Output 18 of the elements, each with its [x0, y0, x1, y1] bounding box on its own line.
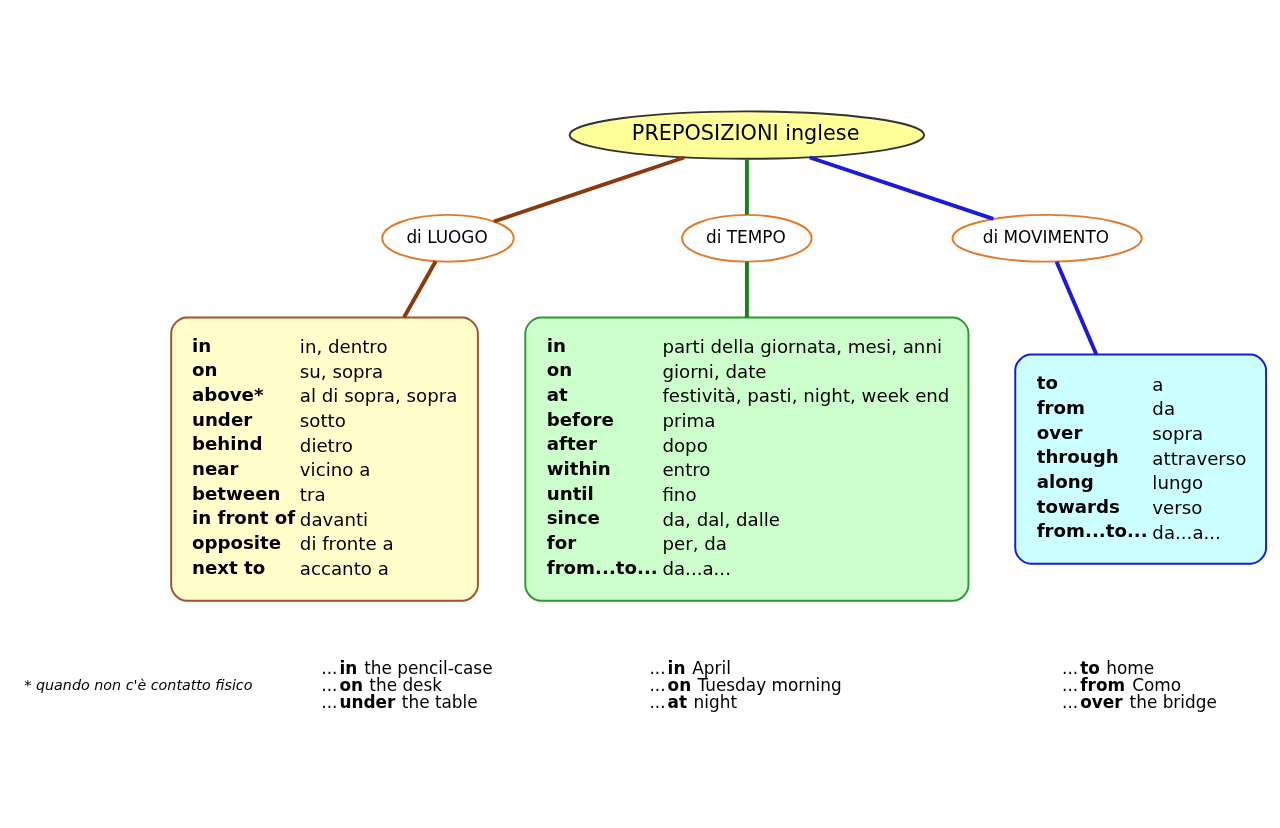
- connector: [809, 155, 994, 221]
- connector: [1054, 260, 1099, 355]
- label: ...at night: [649, 691, 738, 712]
- node-ellipse: di LUOGO: [381, 213, 515, 263]
- connector: [493, 155, 685, 223]
- node-ellipse: di TEMPO: [681, 213, 813, 263]
- node-box: in in, dentro on su, sopra above* al di sopra, sopra under sotto behind dietro near vicino a between tra in front of davanti opposite di fronte a next to accanto a: [170, 316, 479, 602]
- connector: [744, 158, 749, 215]
- label: * quando non c'è contatto fisico: [24, 676, 253, 693]
- label: ...in the pencil-case: [321, 657, 493, 678]
- node-box: in parti della giornata, mesi, anni on giorni, date at festività, pasti, night, week end before prima after dopo within entro until fino since da, dal, dalle for per, da from...to... da...a...: [524, 316, 970, 602]
- label: ...under the table: [321, 691, 478, 712]
- connector: [744, 261, 749, 317]
- node-ellipse: di MOVIMENTO: [951, 213, 1143, 263]
- label: ...in April: [649, 657, 731, 678]
- node-box: to a from da over sopra through attraverso along lungo towards verso from...to... da...a...: [1014, 353, 1268, 565]
- connector: [402, 259, 438, 318]
- node-ellipse: PREPOSIZIONI inglese: [568, 109, 926, 160]
